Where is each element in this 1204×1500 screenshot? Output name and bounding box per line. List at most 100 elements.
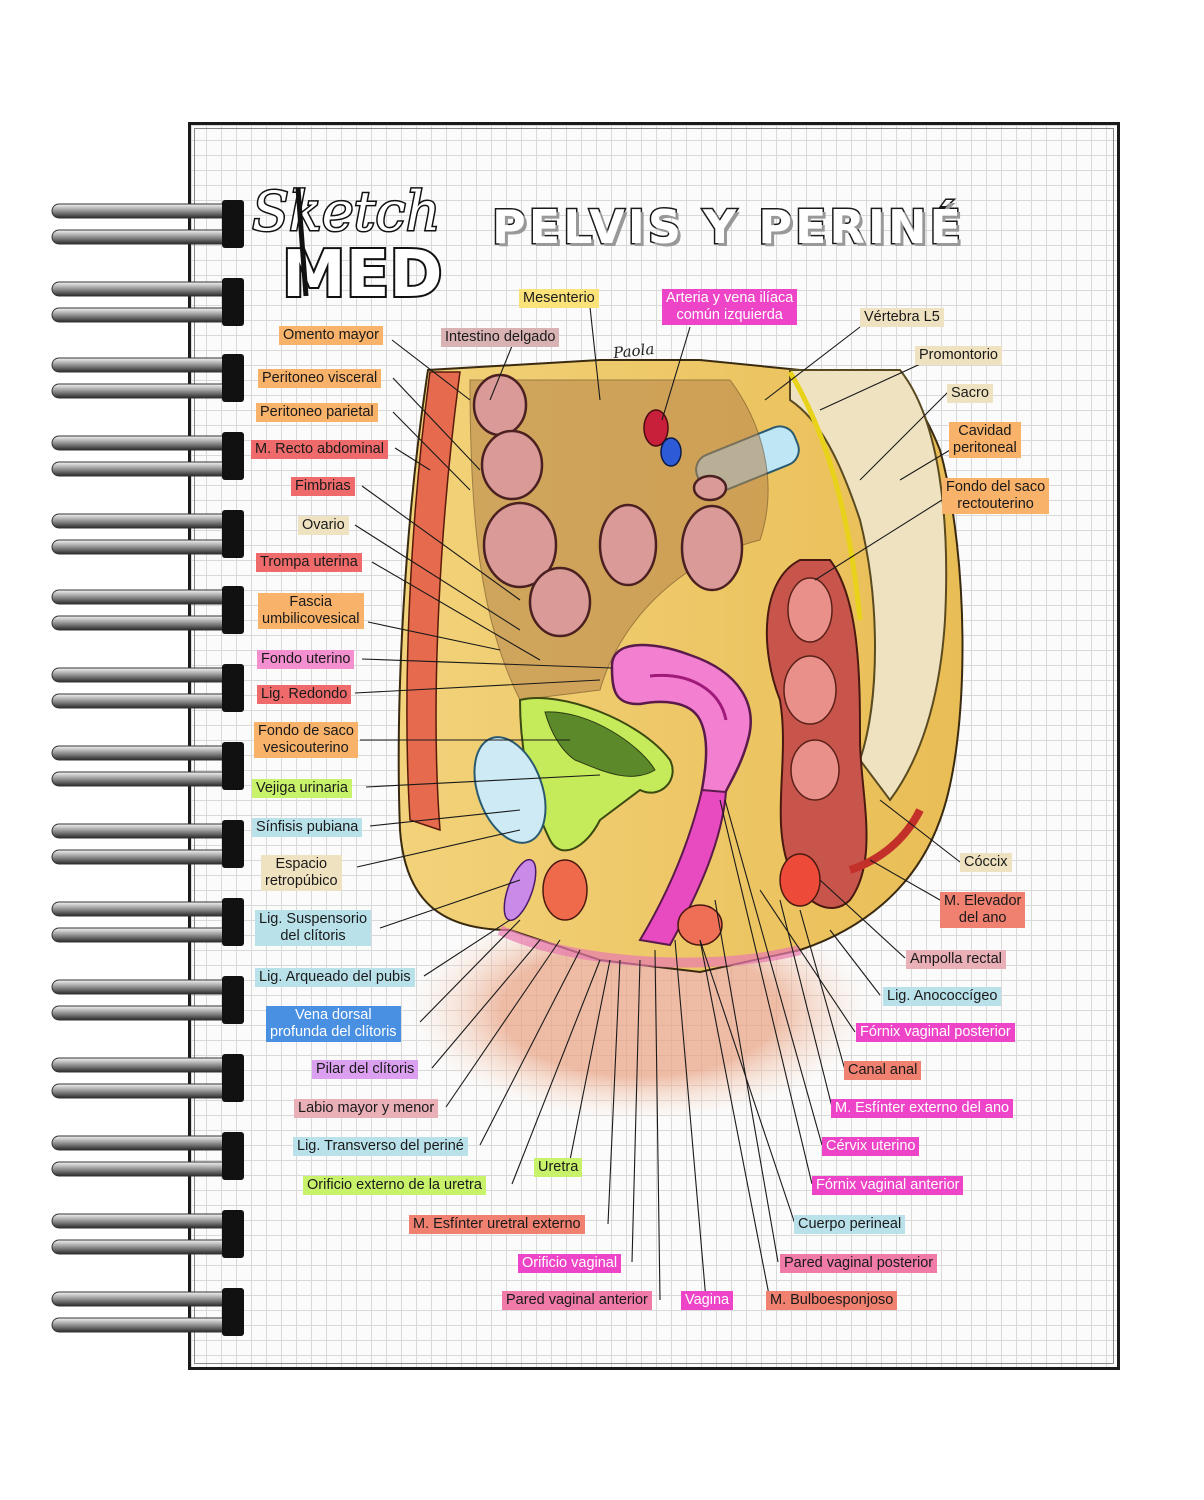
label-suspensorio-line1: Lig. Suspensorio [259,911,368,927]
label-esfinter-uretral: M. Esfínter uretral externo [409,1215,585,1234]
label-fascia-line2: umbilicovesical [262,611,360,627]
logo-med-text: MED [282,238,443,308]
label-fascia-umbilicovesical: Fascia umbilicovesical [258,593,364,629]
label-arteria-vena-iliaca: Arteria y vena ilíaca común izquierda [662,289,798,325]
label-espacio-retropubico: Espacio retropúbico [261,855,342,891]
small-intestine-loops [472,373,744,638]
label-ovario: Ovario [298,516,349,535]
spiral-ring [51,278,244,326]
page-title: PELVIS Y PERINÉ [491,199,964,256]
spiral-ring [51,510,244,558]
rectum [765,559,868,910]
perineum-floor [497,925,802,968]
labia [542,859,588,921]
label-pared-posterior: Pared vaginal posterior [780,1254,938,1273]
levator-ani [848,808,924,874]
spiral-ring [51,586,244,634]
spiral-ring [51,200,244,248]
label-fondo-recto-line2: rectouterino [957,496,1034,512]
label-peritoneo-parietal: Peritoneo parietal [256,403,378,422]
spiral-ring [51,664,244,712]
label-lig-transverso: Lig. Transverso del periné [293,1137,468,1156]
label-fornix-posterior: Fórnix vaginal posterior [856,1023,1015,1042]
perineal-body [677,904,723,946]
spiral-ring [51,432,244,480]
label-arteria-line1: Arteria y vena ilíaca [666,290,794,306]
label-vejiga-urinaria: Vejiga urinaria [252,779,352,798]
label-fimbrias: Fimbrias [291,477,355,496]
spiral-ring [51,976,244,1024]
spiral-ring [51,742,244,790]
label-promontorio: Promontorio [915,346,1002,365]
spiral-ring [51,1288,244,1336]
label-peritoneo-visceral: Peritoneo visceral [258,369,382,388]
label-vena-dorsal-line2: profunda del clítoris [270,1024,397,1040]
label-orificio-uretra: Orificio externo de la uretra [303,1176,486,1195]
label-fondo-saco-vesicouterino: Fondo de saco vesicouterino [254,722,358,758]
label-fascia-line1: Fascia [289,594,333,610]
bladder-mucosa [544,711,656,777]
label-fondo-vesico-line2: vesicouterino [263,740,349,756]
label-fondo-saco-rectouterino: Fondo del saco rectouterino [942,478,1050,514]
spinal-canal [787,370,863,621]
label-cavidad-line2: peritoneal [953,440,1017,456]
spiral-ring [51,1132,244,1180]
label-espacio-line1: Espacio [275,856,328,872]
sketchmed-logo: Sketch MED [251,179,445,309]
label-bulboesponjoso: M. Bulboesponjoso [766,1291,898,1310]
label-intestino-delgado: Intestino delgado [441,328,560,347]
label-vagina: Vagina [681,1291,734,1310]
spiral-ring [51,1210,244,1258]
label-suspensorio-line2: del clítoris [280,928,346,944]
label-lig-suspensorio: Lig. Suspensorio del clítoris [255,910,372,946]
label-esfinter-externo-ano: M. Esfínter externo del ano [831,1099,1014,1118]
label-cervix-uterino: Cérvix uterino [822,1137,920,1156]
spiral-ring [51,354,244,402]
label-uretra: Uretra [534,1158,583,1177]
spiral-ring [51,1054,244,1102]
label-lig-arqueado: Lig. Arqueado del pubis [255,968,415,987]
spiral-ring [51,820,244,868]
vaginal-canal [638,788,728,947]
logo-sketch-text: Sketch [252,180,440,243]
label-omento-mayor: Omento mayor [279,326,383,345]
label-vertebra-l5: Vértebra L5 [860,308,944,327]
label-trompa-uterina: Trompa uterina [256,553,362,572]
label-cavidad-line1: Cavidad [958,423,1012,439]
label-labio-mayor-menor: Labio mayor y menor [294,1099,439,1118]
label-pared-anterior: Pared vaginal anterior [502,1291,652,1310]
label-fondo-vesico-line1: Fondo de saco [258,723,354,739]
label-mesenterio: Mesenterio [519,289,599,308]
uterine-cavity [649,673,728,721]
label-fornix-anterior: Fórnix vaginal anterior [812,1176,964,1195]
label-arteria-line2: común izquierda [676,307,783,323]
label-fondo-uterino: Fondo uterino [257,650,355,669]
label-cavidad-peritoneal: Cavidad peritoneal [949,422,1021,458]
label-lig-redondo: Lig. Redondo [257,685,352,704]
label-recto-abdominal: M. Recto abdominal [251,440,388,459]
label-vena-dorsal-line1: Vena dorsal [294,1007,372,1023]
pubic-symphysis [473,736,547,844]
spiral-ring [51,898,244,946]
label-sacro: Sacro [947,384,993,403]
label-espacio-line2: retropúbico [265,873,338,889]
logo-pencil-icon [295,187,309,297]
label-fondo-recto-line1: Fondo del saco [946,479,1046,495]
iliac-vein [660,437,682,467]
label-elevador-line2: del ano [958,910,1007,926]
label-elevador-ano: M. Elevador del ano [940,892,1026,928]
label-cuerpo-perineal: Cuerpo perineal [794,1215,906,1234]
rectal-folds [783,577,840,801]
label-elevador-line1: M. Elevador [944,893,1022,909]
label-sinfisis-pubiana: Sínfisis pubiana [252,818,363,837]
label-lig-anococcigeo: Lig. Anococcígeo [883,987,1002,1006]
label-coccix: Cóccix [960,853,1012,872]
label-canal-anal: Canal anal [844,1061,922,1080]
label-ampolla-rectal: Ampolla rectal [906,950,1006,969]
label-vena-dorsal: Vena dorsal profunda del clítoris [266,1006,401,1042]
abdominal-wall [406,371,461,832]
